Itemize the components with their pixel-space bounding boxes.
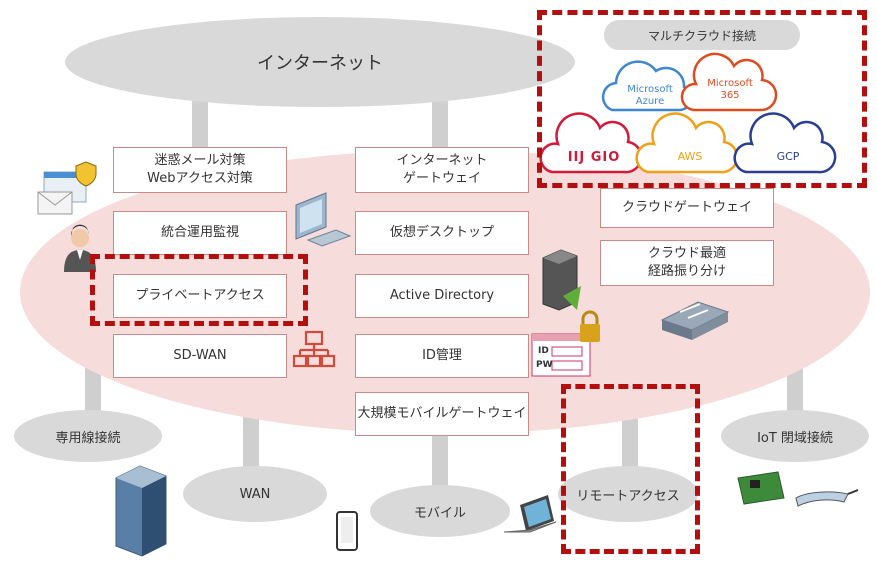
login-lock-icon <box>531 310 600 377</box>
integrated-monitoring-box: 統合運用監視 <box>113 211 287 255</box>
m365-cloud <box>680 52 778 112</box>
active-directory-box: Active Directory <box>355 274 529 318</box>
cloud-routing-box: クラウド最適 経路振り分け <box>600 240 774 286</box>
leased-line-label: 専用線接続 <box>55 430 121 446</box>
aws-label: AWS <box>677 150 703 163</box>
internet-gateway-box: インターネット ゲートウェイ <box>355 147 529 193</box>
leased-ellipse <box>14 410 162 462</box>
switch-icon <box>660 301 730 340</box>
multicloud-title: マルチクラウド接続 <box>647 28 756 43</box>
multicloud-pill <box>604 20 800 50</box>
active-directory-label: Active Directory <box>389 288 495 304</box>
desktop-icon <box>295 192 352 247</box>
id-field-label: ID <box>538 346 549 356</box>
remote-access-highlight <box>561 384 700 554</box>
user-icon <box>64 224 96 272</box>
mobile-gateway-label: 大規模モバイルゲートウェイ <box>357 406 527 422</box>
mail-shield-icon <box>37 161 97 215</box>
iot-closed-label: IoT 閉域接続 <box>757 430 833 446</box>
private-access-label: プライベートアクセス <box>135 288 265 304</box>
id-management-box: ID管理 <box>355 334 529 378</box>
wan-label: WAN <box>239 486 271 502</box>
private-access-highlight <box>90 254 308 326</box>
wan-ellipse <box>183 466 327 522</box>
virtual-desktop-label: 仮想デスクトップ <box>389 225 494 241</box>
sdwan-label: SD-WAN <box>173 348 227 364</box>
gcp-cloud <box>733 112 837 174</box>
internet-ellipse <box>65 17 575 107</box>
m365-label: Microsoft 365 <box>707 78 753 101</box>
spam-web-filter-box: 迷惑メール対策 Webアクセス対策 <box>113 147 287 193</box>
multicloud-highlight <box>537 10 867 188</box>
azure-label: Microsoft Azure <box>627 84 673 107</box>
org-chart-icon <box>292 330 336 368</box>
gcp-label: GCP <box>776 150 800 163</box>
internet-label: インターネット <box>257 53 383 74</box>
iot-devices-icon <box>737 471 859 507</box>
internet-gateway-label: インターネット ゲートウェイ <box>396 153 488 186</box>
mobile-label: モバイル <box>413 505 466 521</box>
cloud-routing-label: クラウド最適 経路振り分け <box>647 246 726 279</box>
virtual-desktop-box: 仮想デスクトップ <box>355 211 529 255</box>
id-management-label: ID管理 <box>422 348 462 364</box>
mobile-gateway-box: 大規模モバイルゲートウェイ <box>355 392 529 436</box>
iot-ellipse <box>721 410 869 462</box>
remote-access-label: リモートアクセス <box>576 488 680 504</box>
spam-web-filter-label: 迷惑メール対策 Webアクセス対策 <box>147 153 253 186</box>
cloud-gateway-box: クラウドゲートウェイ <box>600 188 774 228</box>
iijgio-label: IIJ GIO <box>567 150 621 165</box>
phone-icon <box>336 511 358 551</box>
mobile-ellipse <box>370 485 510 537</box>
building-icon <box>115 465 167 557</box>
cloud-gateway-label: クラウドゲートウェイ <box>621 200 752 216</box>
server-icon <box>542 249 581 311</box>
laptop-icon <box>503 495 557 533</box>
integrated-monitoring-label: 統合運用監視 <box>160 225 239 241</box>
sdwan-box: SD-WAN <box>113 334 287 378</box>
private-access-box: プライベートアクセス <box>113 274 287 318</box>
pw-field-label: PW <box>536 360 553 370</box>
remote-ellipse <box>558 466 698 522</box>
